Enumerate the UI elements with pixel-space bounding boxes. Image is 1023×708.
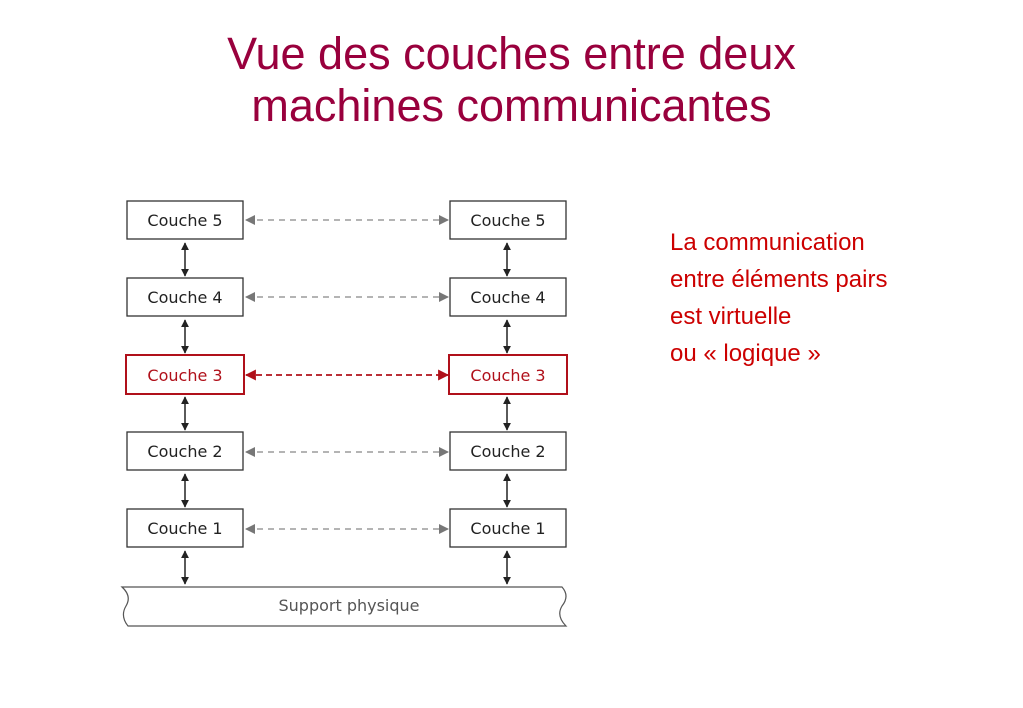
right-layer-2: Couche 2: [449, 431, 567, 471]
slide-title: Vue des couches entre deux machines comm…: [0, 28, 1023, 132]
side-note: La communication entre éléments pairs es…: [670, 224, 887, 372]
right-layer-1: Couche 1: [449, 508, 567, 548]
left-stack: Couche 5 Couche 4 Couche 3 Couche 2 Couc…: [125, 200, 245, 548]
left-layer-4: Couche 4: [126, 277, 244, 317]
right-layer-5-label: Couche 5: [470, 211, 545, 230]
physical-medium: Support physique: [120, 586, 568, 627]
right-stack: Couche 5 Couche 4 Couche 3 Couche 2 Couc…: [448, 200, 568, 548]
left-layer-4-label: Couche 4: [147, 288, 222, 307]
left-layer-3-label: Couche 3: [147, 366, 222, 385]
note-line-1: La communication: [670, 229, 865, 256]
title-line-1: Vue des couches entre deux: [227, 28, 796, 79]
peer-links: [244, 215, 450, 534]
physical-medium-band: [120, 586, 568, 627]
note-line-2: entre éléments pairs: [670, 266, 888, 293]
right-layer-5: Couche 5: [449, 200, 567, 240]
right-layer-2-label: Couche 2: [470, 442, 545, 461]
right-layer-1-label: Couche 1: [470, 519, 545, 538]
left-layer-2: Couche 2: [126, 431, 244, 471]
left-layer-1-label: Couche 1: [147, 519, 222, 538]
right-layer-4-label: Couche 4: [470, 288, 545, 307]
left-layer-5: Couche 5: [126, 200, 244, 240]
right-layer-3-label: Couche 3: [470, 366, 545, 385]
note-line-4: ou « logique »: [670, 340, 821, 367]
left-layer-5-label: Couche 5: [147, 211, 222, 230]
title-line-2: machines communicantes: [251, 80, 772, 131]
left-layer-3: Couche 3: [125, 354, 245, 395]
note-line-3: est virtuelle: [670, 303, 792, 330]
right-layer-4: Couche 4: [449, 277, 567, 317]
right-layer-3: Couche 3: [448, 354, 568, 395]
physical-medium-label: Support physique: [278, 596, 419, 615]
left-layer-1: Couche 1: [126, 508, 244, 548]
left-layer-2-label: Couche 2: [147, 442, 222, 461]
